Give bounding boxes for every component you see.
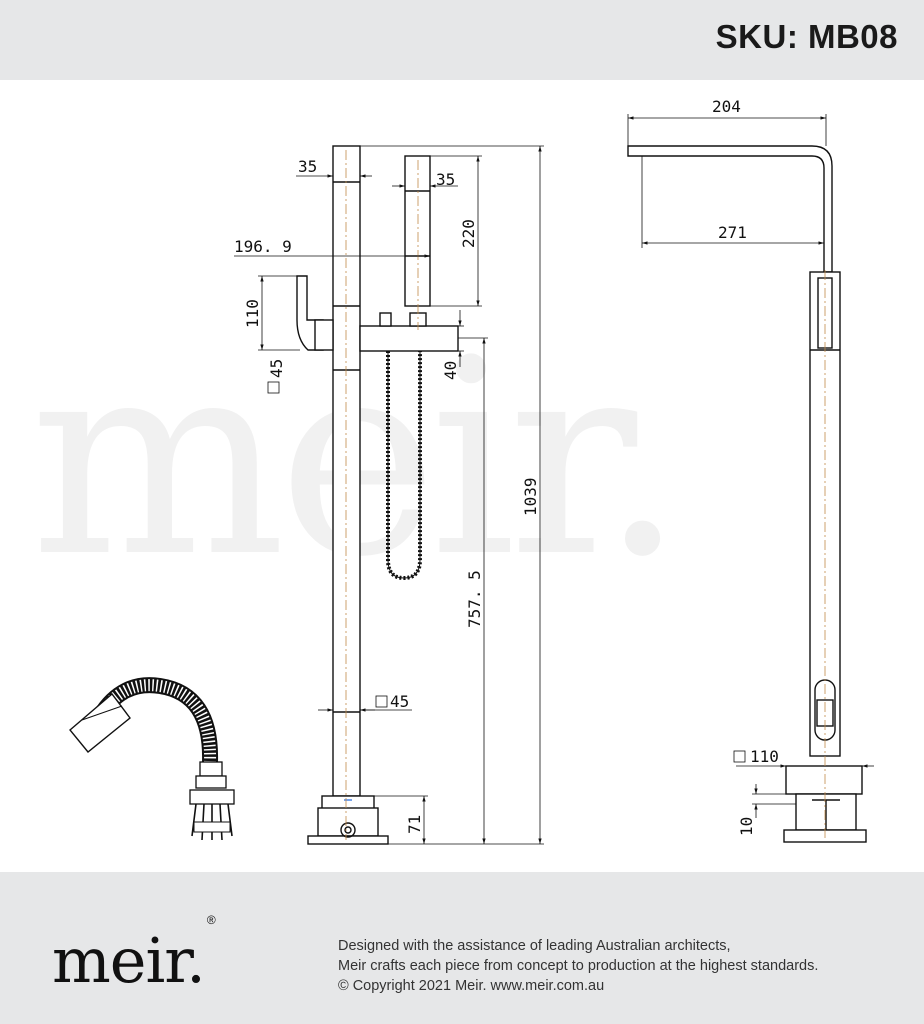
dim-71: 71 <box>405 815 424 834</box>
dim-110: 110 <box>243 299 262 328</box>
dim-196-9: 196. 9 <box>234 237 292 256</box>
front-view <box>296 145 459 845</box>
dim-10: 10 <box>737 817 756 836</box>
sku-label: SKU: MB08 <box>715 18 898 55</box>
brand-logo-text: meir. <box>52 924 206 997</box>
blurb-line-2: Meir crafts each piece from concept to p… <box>338 958 819 974</box>
dim-45-body: 45 <box>390 692 409 711</box>
footer-blurb: Designed with the assistance of leading … <box>338 936 818 996</box>
dim-1039: 1039 <box>521 477 540 516</box>
dim-40: 40 <box>441 361 460 380</box>
dim-35-right: 35 <box>436 170 455 189</box>
side-view <box>627 145 867 843</box>
dim-45-handle: 45 <box>267 359 286 378</box>
drawing-svg: meir. <box>30 97 874 845</box>
dim-757-5: 757. 5 <box>465 570 484 628</box>
dim-110-base: 110 <box>750 747 779 766</box>
footer-bar: meir.® Designed with the assistance of l… <box>0 872 924 1024</box>
header-bar: SKU: MB08 <box>0 0 924 80</box>
dim-220: 220 <box>459 219 478 248</box>
dim-204: 204 <box>712 97 741 116</box>
blurb-line-1: Designed with the assistance of leading … <box>338 938 731 954</box>
dim-271: 271 <box>718 223 747 242</box>
registered-mark: ® <box>206 913 216 928</box>
front-dimensions <box>234 145 544 845</box>
technical-drawing: meir. <box>0 80 924 872</box>
brand-logo[interactable]: meir.® <box>52 914 216 992</box>
hose-detail <box>69 677 235 841</box>
side-dimensions <box>627 114 874 818</box>
copyright-line: © Copyright 2021 Meir. www.meir.com.au <box>338 978 605 994</box>
dim-35-left: 35 <box>298 157 317 176</box>
